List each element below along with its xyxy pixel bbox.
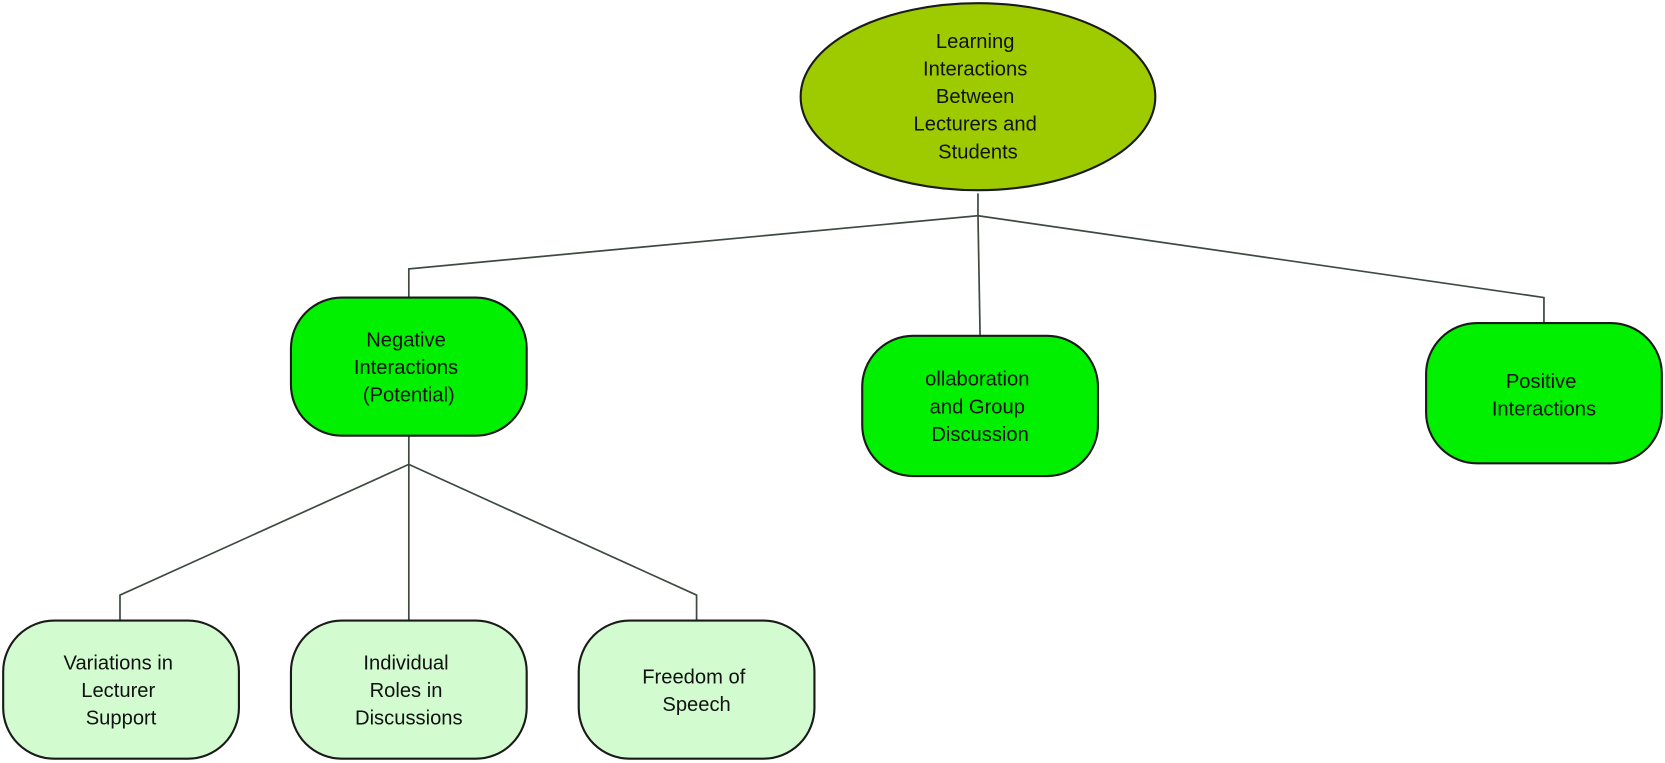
node-label: ollaboration and Group Discussion [925, 369, 1035, 446]
edge-root-positive [977, 214, 1545, 324]
node-label-line: Roles in [370, 680, 443, 702]
edge-negative-freedom [408, 463, 698, 621]
node-box [289, 296, 528, 437]
node-label-line: (Potential) [363, 385, 455, 407]
root-label-line: Interactions [923, 58, 1027, 80]
node-variations-lecturer-support[interactable]: Variations in Lecturer Support [2, 619, 240, 760]
edge-root-collaboration [977, 215, 981, 336]
edge-root-negative [407, 193, 979, 298]
root-label-line: Between [936, 86, 1014, 108]
root-label-line: Lecturers and [914, 114, 1037, 136]
node-label-line: Lecturer [81, 680, 155, 702]
node-label-line: Support [86, 708, 157, 730]
node-label-line: Speech [662, 694, 730, 716]
node-label-line: ollaboration [925, 369, 1029, 391]
node-label-line: Discussion [931, 424, 1028, 446]
node-label-line: and Group [930, 396, 1025, 418]
edge-negative-variations [119, 435, 410, 621]
node-label-line: Positive [1506, 371, 1577, 393]
node-label-line: Freedom of [642, 666, 746, 688]
node-box [1425, 321, 1663, 465]
node-label-line: Negative [366, 329, 446, 351]
root-label: Learning Interactions Between Lecturers … [914, 31, 1043, 164]
node-label: Freedom of Speech [642, 666, 751, 716]
node-label: Positive Interactions [1492, 371, 1596, 421]
node-collaboration-group-discussion[interactable]: ollaboration and Group Discussion [861, 334, 1100, 478]
node-freedom-of-speech[interactable]: Freedom of Speech [577, 619, 816, 760]
node-box [577, 619, 816, 760]
edges [119, 193, 1545, 621]
node-label-line: Individual [363, 652, 448, 674]
node-negative-interactions[interactable]: Negative Interactions (Potential) [289, 296, 528, 437]
node-box [289, 619, 528, 760]
node-label-line: Interactions [354, 357, 458, 379]
node-label-line: Interactions [1492, 398, 1596, 420]
node-label-line: Discussions [355, 708, 463, 730]
node-individual-roles[interactable]: Individual Roles in Discussions [289, 619, 528, 760]
node-label: Negative Interactions (Potential) [354, 329, 464, 406]
node-root[interactable]: Learning Interactions Between Lecturers … [799, 2, 1157, 192]
root-label-line: Learning [936, 31, 1014, 53]
root-ellipse [799, 2, 1157, 192]
node-box [861, 334, 1100, 478]
node-label: Individual Roles in Discussions [355, 652, 463, 729]
node-positive-interactions[interactable]: Positive Interactions [1425, 321, 1663, 465]
root-label-line: Students [938, 141, 1018, 163]
node-label-line: Variations in [64, 652, 173, 674]
node-label: Variations in Lecturer Support [64, 652, 179, 729]
node-box [2, 619, 240, 760]
